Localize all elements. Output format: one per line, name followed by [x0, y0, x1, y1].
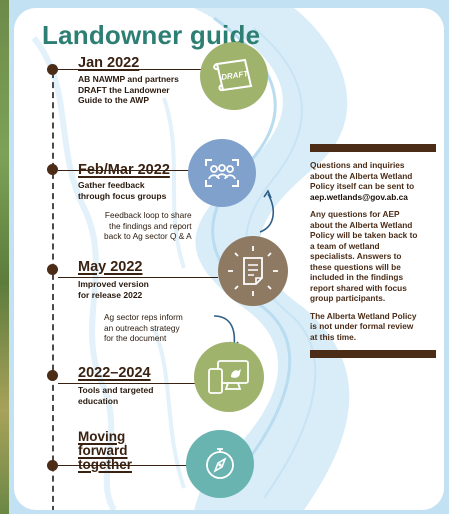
feedback-loop-arrow	[259, 189, 275, 233]
milestone-description: Improved version for release 2022	[78, 279, 149, 300]
background-photo-strip	[0, 0, 9, 514]
document-edit-icon	[228, 246, 278, 296]
milestone-description: Tools and targeted education	[78, 385, 154, 406]
info-sidebar: Questions and inquiries about the Albert…	[310, 144, 436, 358]
milestone-connector	[58, 69, 218, 70]
milestone-connector	[58, 170, 202, 171]
timeline-dot	[47, 64, 58, 75]
draft-label: DRAFT	[221, 69, 250, 82]
sidebar-paragraph: Questions and inquiries about the Albert…	[310, 160, 436, 202]
milestone-heading: Jan 2022	[78, 55, 140, 71]
draft-circle: DRAFT	[200, 42, 268, 110]
feedback-note: Ag sector reps inform an outreach strate…	[104, 312, 183, 343]
feedback-note: Feedback loop to share the findings and …	[104, 210, 192, 241]
milestone-description: AB NAWMP and partners DRAFT the Landowne…	[78, 74, 179, 105]
compass-icon	[206, 448, 234, 479]
sidebar-top-bar	[310, 144, 436, 152]
timeline-dot	[47, 164, 58, 175]
milestone-heading: May 2022	[78, 259, 143, 275]
milestone-connector	[58, 383, 208, 384]
timeline-line	[52, 72, 54, 510]
milestone-connector	[58, 277, 218, 278]
focus-group-icon	[205, 159, 239, 187]
timeline-dot	[47, 370, 58, 381]
sidebar-paragraph: The Alberta Wetland Policy is not under …	[310, 310, 417, 342]
guide-card: Landowner guide Jan 2022 AB NAWMP and pa…	[14, 8, 444, 510]
milestone-description: Gather feedback through focus groups	[78, 180, 167, 201]
compass-circle	[186, 430, 254, 498]
focus-group-circle	[188, 139, 256, 207]
sidebar-paragraph: Any questions for AEP about the Alberta …	[310, 209, 418, 303]
milestone-heading: Moving forward together	[78, 429, 132, 472]
milestone-connector	[58, 465, 188, 466]
devices-circle	[194, 342, 264, 412]
document-circle	[218, 236, 288, 306]
milestone-heading: Feb/Mar 2022	[78, 162, 170, 178]
milestone-heading: 2022–2024	[78, 365, 151, 381]
sidebar-bottom-bar	[310, 350, 436, 358]
timeline-dot	[47, 264, 58, 275]
draft-scroll-icon: DRAFT	[213, 58, 253, 92]
contact-email-link[interactable]: aep.wetlands@gov.ab.ca	[310, 191, 408, 202]
devices-icon	[208, 360, 249, 394]
timeline-dot	[47, 460, 58, 471]
